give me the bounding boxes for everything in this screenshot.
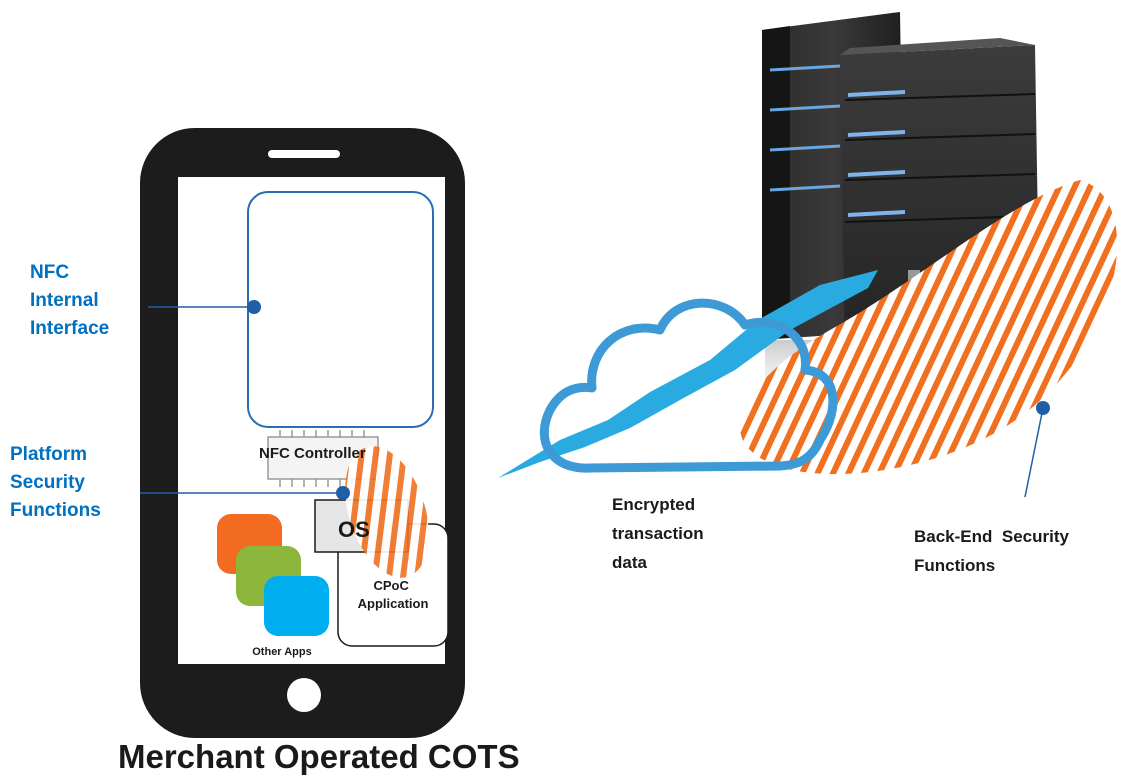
cpoc-application-label: CPoC Application: [358, 578, 429, 611]
nfc-interface-box: [247, 191, 434, 428]
platform-security-region: [345, 446, 429, 578]
nfc-interface-label: NFC Internal Interface: [30, 262, 109, 339]
platform-security-label: Platform Security Functions: [10, 444, 101, 521]
backend-security-label: Back-End Security Functions: [914, 527, 1074, 575]
backend-security-dot: [1036, 401, 1050, 415]
app-tile-icon: [217, 514, 329, 636]
encrypted-data-label: Encrypted transaction data: [612, 495, 708, 572]
device-caption: Merchant Operated COTS: [118, 738, 520, 775]
cloud-icon: [539, 298, 838, 473]
os-label: OS: [338, 517, 370, 542]
other-apps-label: Other Apps: [252, 646, 312, 658]
platform-security-dot: [336, 486, 350, 500]
encrypted-data-beam: [498, 270, 878, 478]
nfc-controller-label: NFC Controller: [259, 445, 366, 462]
nfc-interface-dot: [247, 300, 261, 314]
